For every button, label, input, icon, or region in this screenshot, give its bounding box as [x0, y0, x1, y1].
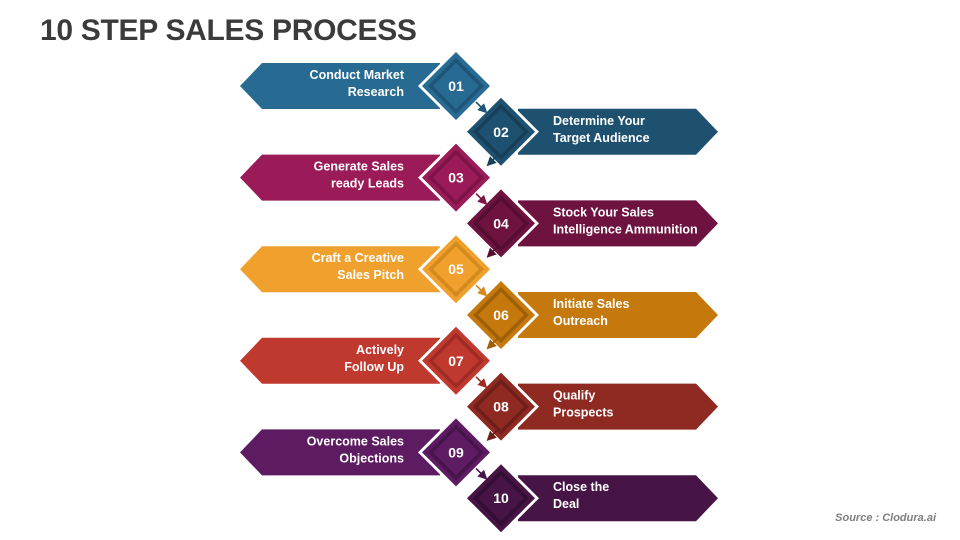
- step-banner: [240, 337, 440, 384]
- step-label-line: Intelligence Ammunition: [553, 222, 698, 236]
- step-label-line: Overcome Sales: [307, 434, 404, 448]
- step-number: 08: [493, 399, 509, 415]
- connector-arrow-icon: [486, 245, 499, 258]
- diamond-inner: [478, 200, 524, 247]
- page-title: 10 STEP SALES PROCESS: [40, 14, 417, 47]
- step-number: 04: [493, 215, 509, 231]
- step-label-line: Close the: [553, 480, 609, 494]
- step-label-line: Outreach: [553, 314, 608, 328]
- diamond-inner: [478, 383, 524, 430]
- step-number: 10: [493, 490, 509, 506]
- connector-arrow-icon: [486, 154, 499, 167]
- step-label-line: Sales Pitch: [337, 268, 404, 282]
- connector-arrow-icon: [475, 193, 488, 205]
- diamond-inner: [478, 292, 524, 338]
- diamond-inner: [433, 429, 479, 476]
- step-banner: [240, 246, 440, 293]
- step-number: 03: [448, 170, 464, 186]
- diamond-inner: [478, 475, 524, 522]
- step-number: 05: [448, 261, 464, 277]
- step-label-line: Actively: [356, 343, 404, 357]
- step-label-line: Target Audience: [553, 131, 650, 145]
- step-label-line: Deal: [553, 497, 579, 511]
- connector-arrow-icon: [486, 429, 499, 441]
- step-number: 06: [493, 307, 509, 323]
- connector-arrow-icon: [486, 337, 499, 350]
- step-number: 09: [448, 444, 464, 460]
- step-number: 07: [448, 353, 464, 369]
- step-banner: [518, 292, 718, 338]
- connector-arrow-icon: [475, 467, 488, 480]
- step-label-line: Determine Your: [553, 114, 645, 128]
- step-label-line: ready Leads: [331, 177, 404, 191]
- diamond-inner: [433, 337, 479, 384]
- diamond-inner: [433, 154, 479, 201]
- step-label-line: Stock Your Sales: [553, 205, 654, 219]
- step-label-line: Initiate Sales: [553, 297, 629, 311]
- step-banner: [240, 63, 440, 109]
- step-03: 03 Generate Sales ready Leads: [240, 139, 494, 216]
- connector-arrow-icon: [475, 284, 488, 297]
- step-number: 02: [493, 124, 509, 140]
- diamond-inner: [433, 63, 479, 109]
- diamond-inner: [433, 246, 479, 293]
- step-label-line: Generate Sales: [314, 160, 404, 174]
- step-label-line: Follow Up: [344, 360, 404, 374]
- connector-arrow-icon: [475, 376, 488, 389]
- step-banner: [518, 475, 718, 522]
- step-label-line: Research: [348, 85, 404, 99]
- step-banner: [240, 429, 440, 476]
- step-banner: [240, 154, 440, 201]
- connector-arrow-icon: [475, 101, 488, 114]
- step-label-line: Conduct Market: [310, 68, 405, 82]
- step-banner: [518, 200, 718, 247]
- step-banner: [518, 108, 718, 155]
- diamond-inner: [478, 108, 524, 155]
- step-number: 01: [448, 78, 464, 94]
- step-label-line: Qualify: [553, 389, 595, 403]
- source-credit: Source : Clodura.ai: [835, 512, 936, 524]
- step-label-line: Prospects: [553, 406, 613, 420]
- step-label-line: Objections: [339, 451, 404, 465]
- step-label-line: Craft a Creative: [312, 251, 404, 265]
- step-banner: [518, 383, 718, 430]
